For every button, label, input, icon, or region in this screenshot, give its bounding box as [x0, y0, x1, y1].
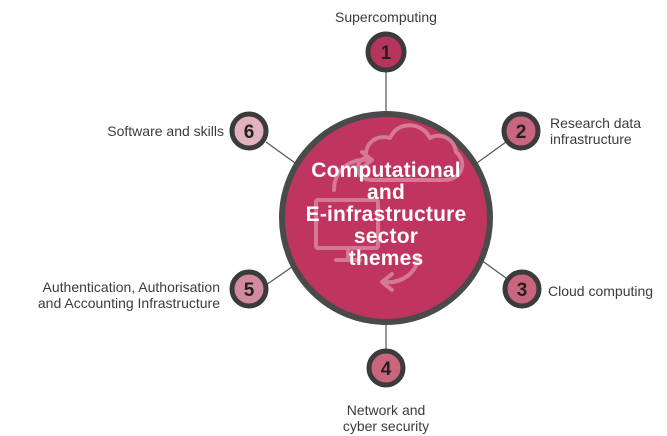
hub-circle: [279, 111, 493, 325]
theme-3-label: Cloud computing: [548, 283, 653, 299]
node-4: 4: [366, 348, 406, 388]
node-2-number: 2: [516, 122, 527, 143]
node-6: 6: [229, 111, 269, 151]
hub-title-line-4: sector: [353, 225, 419, 248]
theme-3-label-line-1: Cloud computing: [548, 283, 654, 299]
node-2-circle: [501, 111, 541, 151]
theme-5-label-line-1: Authentication, Authorisation: [42, 279, 220, 295]
node-5-circle: [229, 269, 269, 309]
theme-5-label-line-2: and Accounting Infrastructure: [37, 295, 220, 311]
node-1: 1: [365, 31, 407, 73]
theme-2-label-line-1: Research data: [550, 115, 642, 131]
node-3-number: 3: [517, 280, 528, 301]
theme-1-label-line-1: Supercomputing: [335, 9, 437, 25]
theme-4-label: Network and cyber security: [306, 402, 466, 434]
hub-title-line-1: Computational: [311, 159, 461, 182]
theme-4-label-line-2: cyber security: [342, 418, 430, 434]
node-6-circle: [229, 111, 269, 151]
arrows-icon: [332, 150, 420, 292]
theme-6-label: Software and skills: [60, 123, 224, 139]
hub-title-line-3: E-infrastructure: [305, 203, 467, 226]
hub-title: Computational and E-infrastructure secto…: [286, 160, 486, 270]
theme-1-label: Supercomputing: [306, 9, 466, 25]
node-5-number: 5: [244, 280, 255, 301]
theme-4-label-line-1: Network and: [346, 402, 426, 418]
node-2: 2: [501, 111, 541, 151]
theme-6-label-line-1: Software and skills: [107, 123, 224, 139]
node-3-circle: [502, 269, 542, 309]
node-1-circle: [365, 31, 407, 73]
hub-title-line-2: and: [367, 181, 405, 204]
theme-5-label: Authentication, Authorisation and Accoun…: [6, 279, 220, 311]
node-3: 3: [502, 269, 542, 309]
node-4-number: 4: [381, 359, 392, 380]
hub-icons: [314, 123, 465, 292]
theme-2-label-line-2: infrastructure: [550, 131, 632, 147]
node-5: 5: [229, 269, 269, 309]
node-4-circle: [366, 348, 406, 388]
node-6-number: 6: [244, 122, 255, 143]
theme-2-label: Research data infrastructure: [550, 115, 641, 147]
node-1-number: 1: [381, 43, 392, 64]
monitor-icon: [314, 198, 380, 262]
hub-title-line-5: themes: [348, 247, 424, 270]
